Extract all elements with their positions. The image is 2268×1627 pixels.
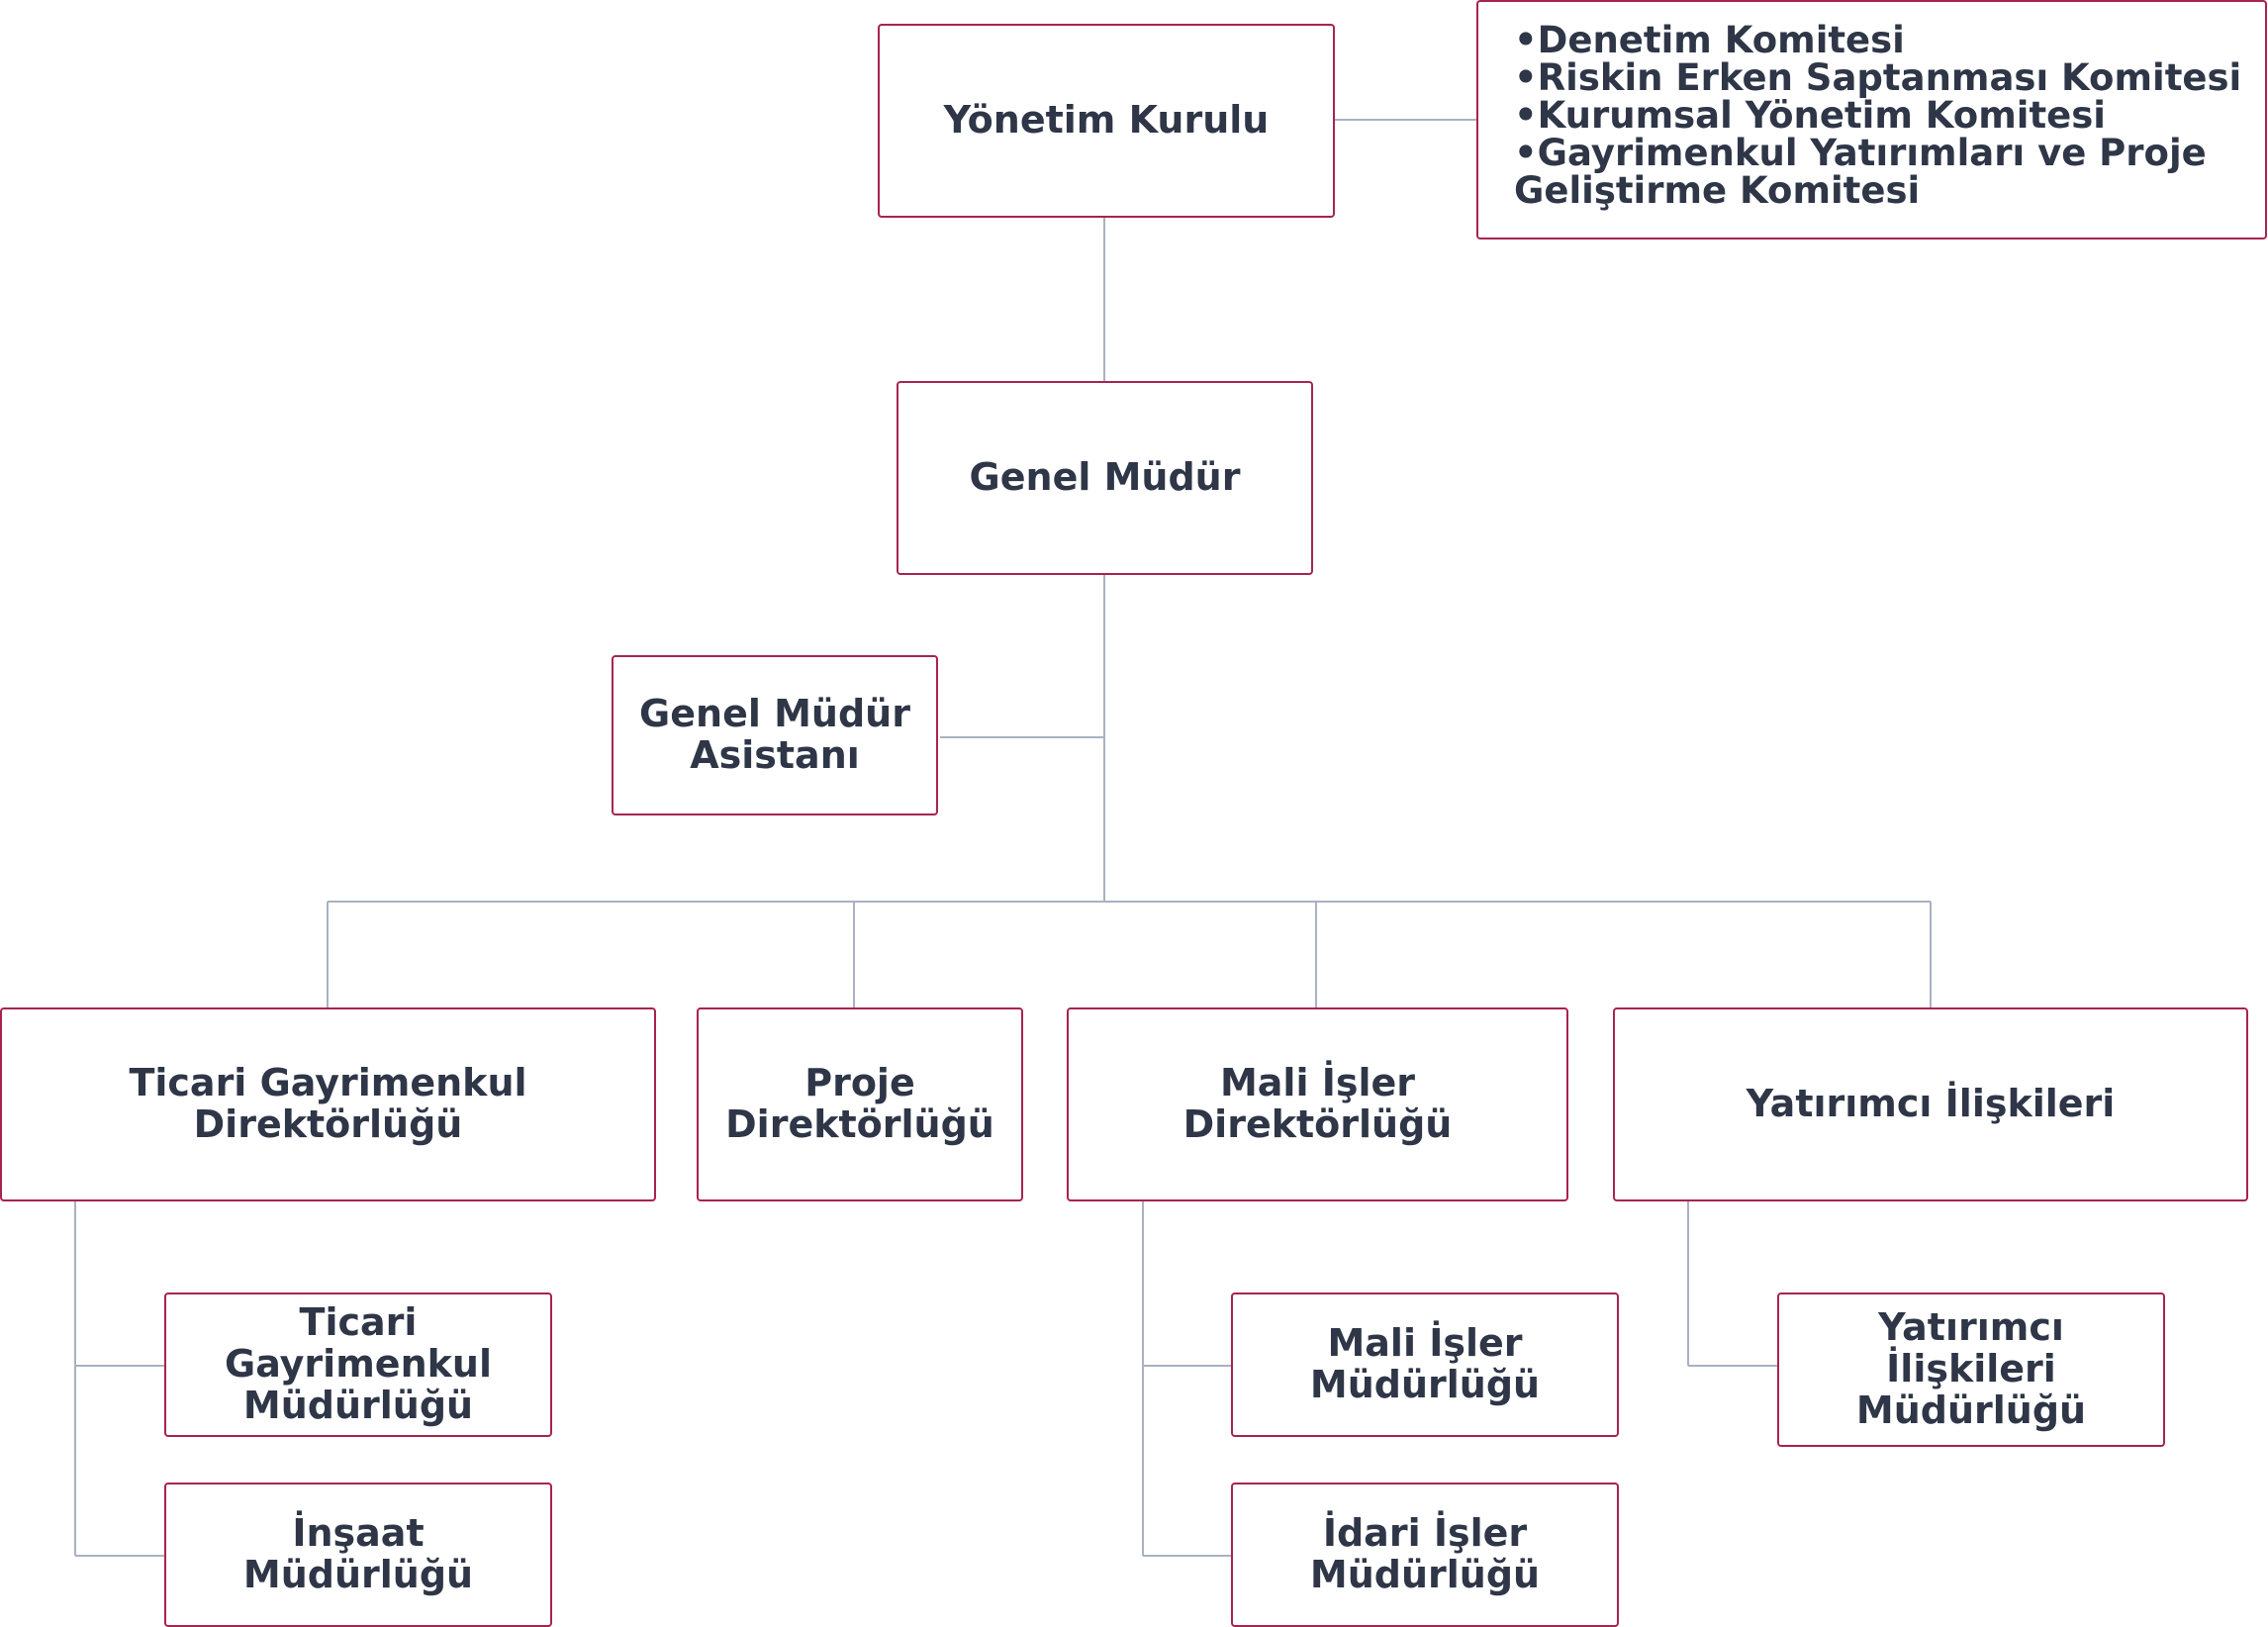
node-ticari-gayrimenkul-direktorlugu: Ticari Gayrimenkul Direktörlüğü [0, 1007, 656, 1201]
node-label: Yatırımcı İlişkileri Müdürlüğü [1855, 1305, 2087, 1432]
node-label: Ticari Gayrimenkul Direktörlüğü [129, 1061, 527, 1146]
node-mali-isler-direktorlugu: Mali İşler Direktörlüğü [1067, 1007, 1568, 1201]
committee-list: •Denetim Komitesi •Riskin Erken Saptanma… [1514, 22, 2241, 210]
committee-item: •Denetim Komitesi [1514, 19, 1905, 61]
committee-item: •Gayrimenkul Yatırımları ve Proje Gelişt… [1514, 132, 2207, 212]
node-label: Yatırımcı İlişkileri [1746, 1082, 2116, 1126]
committee-item: •Kurumsal Yönetim Komitesi [1514, 94, 2106, 137]
node-label: Mali İşler Direktörlüğü [1182, 1061, 1453, 1146]
committee-item: •Riskin Erken Saptanması Komitesi [1514, 56, 2242, 99]
node-insaat-mudurlugu: İnşaat Müdürlüğü [164, 1483, 552, 1627]
node-label: Yönetim Kurulu [943, 98, 1270, 143]
node-proje-direktorlugu: Proje Direktörlüğü [697, 1007, 1023, 1201]
node-label: Genel Müdür [969, 455, 1241, 500]
node-label: İdari İşler Müdürlüğü [1309, 1511, 1541, 1596]
node-ticari-gayrimenkul-mudurlugu: Ticari Gayrimenkul Müdürlüğü [164, 1292, 552, 1437]
node-label: Proje Direktörlüğü [725, 1061, 994, 1146]
node-yatirimci-iliskileri: Yatırımcı İlişkileri [1613, 1007, 2248, 1201]
node-komiteler: •Denetim Komitesi •Riskin Erken Saptanma… [1476, 0, 2267, 239]
node-genel-mudur: Genel Müdür [897, 381, 1313, 575]
node-idari-isler-mudurlugu: İdari İşler Müdürlüğü [1231, 1483, 1619, 1627]
node-label: İnşaat Müdürlüğü [242, 1511, 474, 1596]
node-label: Ticari Gayrimenkul Müdürlüğü [225, 1300, 492, 1427]
node-label: Mali İşler Müdürlüğü [1309, 1321, 1541, 1406]
node-genel-mudur-asistani: Genel Müdür Asistanı [612, 655, 938, 815]
node-yonetim-kurulu: Yönetim Kurulu [878, 24, 1335, 218]
node-mali-isler-mudurlugu: Mali İşler Müdürlüğü [1231, 1292, 1619, 1437]
node-label: Genel Müdür Asistanı [639, 692, 910, 777]
node-yatirimci-iliskileri-mudurlugu: Yatırımcı İlişkileri Müdürlüğü [1777, 1292, 2165, 1447]
